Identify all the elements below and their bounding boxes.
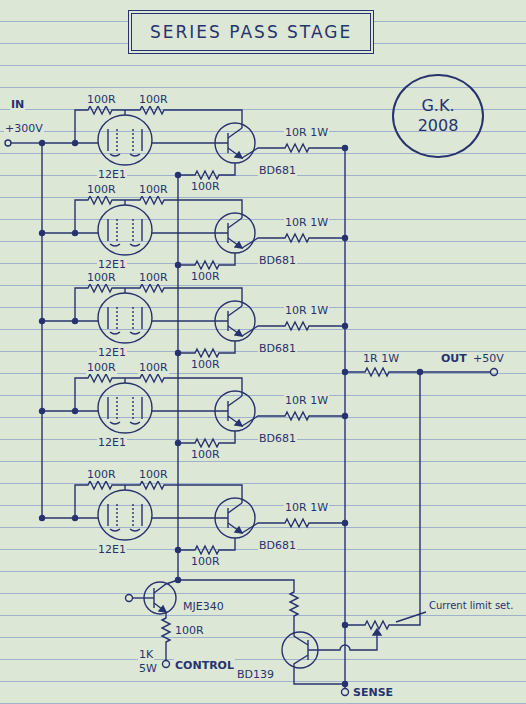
wire (133, 597, 154, 598)
wire (11, 142, 42, 143)
terminal-or-junction (343, 682, 348, 687)
part-number: MJE340 (182, 600, 225, 613)
part-number: BD681 (258, 164, 297, 177)
terminal-label: SENSE (352, 686, 394, 699)
pass-stage-row (40, 374, 348, 447)
pass-stage-row (40, 106, 348, 179)
resistor-value: 100R (138, 361, 169, 374)
wire (294, 655, 345, 684)
resistor-value: 10R 1W (284, 216, 329, 229)
resistor-value: 1K (138, 648, 154, 661)
terminal-or-junction (163, 661, 170, 668)
power-rating: 5W (138, 662, 158, 675)
tube-type: 12E1 (97, 258, 127, 271)
wire (154, 580, 178, 593)
voltage-label: +300V (4, 122, 44, 135)
resistor-value: 100R (86, 183, 117, 196)
wire (307, 640, 308, 660)
terminal-or-junction (282, 632, 318, 668)
arrow-head (159, 606, 166, 612)
signature-circle: G.K. 2008 (392, 74, 483, 158)
resistor-value: 100R (190, 358, 221, 371)
title-box: SERIES PASS STAGE (128, 10, 374, 54)
terminal-or-junction (343, 370, 348, 375)
resistor-value: 100R (138, 468, 169, 481)
title-text: SERIES PASS STAGE (150, 22, 352, 42)
resistor-value: 100R (138, 183, 169, 196)
resistor-value: 10R 1W (284, 304, 329, 317)
wire (344, 148, 345, 688)
resistor-value: 100R (86, 361, 117, 374)
resistor-value: 10R 1W (284, 501, 329, 514)
pass-stage-row (40, 284, 348, 357)
pass-stage-row (40, 196, 348, 269)
wire (177, 175, 178, 580)
resistor-value: 100R (86, 93, 117, 106)
resistor-value: 100R (190, 555, 221, 568)
resistor-value: 10R 1W (284, 394, 329, 407)
symbol-group (5, 140, 498, 696)
resistor-value: 100R (190, 270, 221, 283)
terminal-label: CONTROL (174, 659, 235, 672)
signature-text: G.K. 2008 (412, 96, 463, 136)
part-number: BD681 (258, 539, 297, 552)
part-number: BD681 (258, 432, 297, 445)
wire (154, 603, 170, 660)
resistor-value: 10R 1W (284, 126, 329, 139)
terminal-label: OUT (440, 352, 468, 365)
terminal-or-junction (343, 623, 348, 628)
part-number: BD681 (258, 254, 297, 267)
terminal-or-junction (342, 689, 349, 696)
terminal-or-junction (491, 369, 498, 376)
arrow-head (373, 629, 381, 635)
tube-type: 12E1 (97, 168, 127, 181)
tube-type: 12E1 (97, 543, 127, 556)
part-number: BD139 (236, 668, 275, 681)
tube-type: 12E1 (97, 346, 127, 359)
resistor-value: 100R (86, 468, 117, 481)
resistor-value: 100R (174, 624, 205, 637)
tube-type: 12E1 (97, 436, 127, 449)
resistor-value: 100R (190, 180, 221, 193)
resistor-value: 100R (190, 448, 221, 461)
terminal-label: IN (10, 98, 25, 111)
resistor-value: 100R (138, 93, 169, 106)
wire (41, 143, 42, 518)
resistor-value: 100R (138, 271, 169, 284)
part-number: BD681 (258, 342, 297, 355)
pass-stage-row (40, 481, 348, 554)
terminal-or-junction (5, 140, 11, 146)
wire (345, 368, 490, 376)
resistor-value: 1R 1W (362, 352, 400, 365)
resistor-value: 100R (86, 271, 117, 284)
wire (396, 612, 426, 622)
terminal-or-junction (126, 595, 133, 602)
wire (345, 372, 420, 629)
note: Current limit set. (428, 600, 516, 612)
voltage-label: +50V (472, 352, 505, 365)
